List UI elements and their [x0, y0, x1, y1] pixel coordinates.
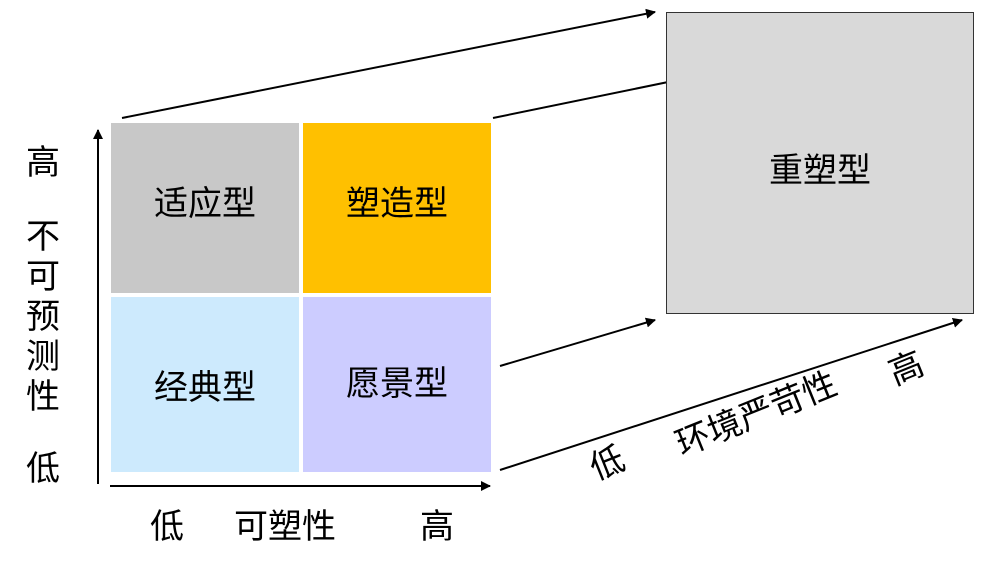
quadrant-top-right: 塑造型 — [303, 123, 491, 293]
quadrant-label-visionary: 愿景型 — [346, 364, 448, 404]
x-axis-title: 可塑性 — [234, 507, 336, 547]
renewal-box: 重塑型 — [666, 12, 974, 314]
quadrant-label-shaping: 塑造型 — [346, 183, 448, 224]
projection-arrow-middle-right — [499, 317, 656, 367]
quadrant-top-left: 适应型 — [111, 123, 299, 293]
y-axis-title: 不可预测性 — [26, 217, 60, 417]
y-axis-high-label: 高 — [26, 143, 60, 183]
quadrant-bottom-left: 经典型 — [111, 297, 299, 472]
z-axis-arrow — [499, 318, 963, 471]
x-axis-low-label: 低 — [150, 507, 184, 547]
quadrant-label-classical: 经典型 — [154, 368, 256, 408]
quadrant-bottom-right: 愿景型 — [303, 297, 491, 472]
x-axis-high-label: 高 — [420, 507, 454, 547]
projection-arrow-top-left — [121, 8, 656, 119]
y-axis-low-label: 低 — [26, 449, 60, 489]
quadrant-label-adaptive: 适应型 — [154, 183, 256, 224]
renewal-box-label: 重塑型 — [769, 151, 871, 191]
